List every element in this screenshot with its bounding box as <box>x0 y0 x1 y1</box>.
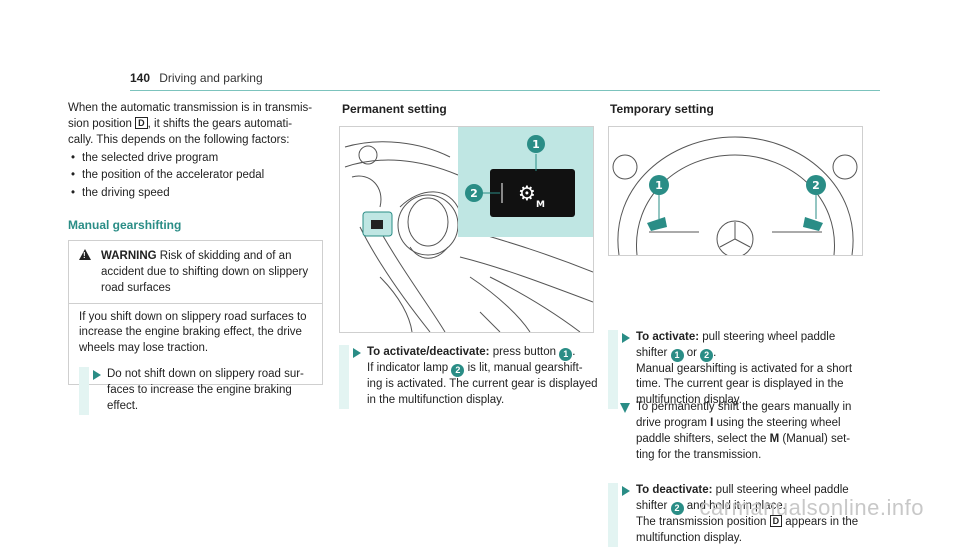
warning-box: WARNING Risk of skidding and of an accid… <box>68 240 323 415</box>
callout-2: 2 <box>451 364 465 377</box>
temporary-activate-step: To activate: pull steering wheel paddle … <box>608 329 898 410</box>
page-number: 140 <box>130 71 151 85</box>
warning-icon <box>79 249 91 261</box>
step-arrow-icon <box>353 348 361 358</box>
warning-step: Do not shift down on slippery road sur- … <box>79 367 312 415</box>
callout-2: 2 <box>670 502 684 516</box>
figure-callout-2: 2 <box>470 187 478 200</box>
step-label: To activate: <box>636 330 700 343</box>
callout-1: 1 <box>670 348 684 362</box>
gear-d-symbol: D <box>135 116 148 129</box>
console-illustration: ⚙ M 1 2 <box>344 127 594 333</box>
callout-2: 2 <box>700 348 714 362</box>
figure-callout-2: 2 <box>812 179 820 192</box>
temporary-heading: Temporary setting <box>610 102 714 116</box>
list-item: the position of the accelerator pedal <box>68 168 323 184</box>
step-label: To activate/deactivate: <box>367 346 490 358</box>
list-item: the driving speed <box>68 186 323 202</box>
intro-paragraph: When the automatic transmission is in tr… <box>68 102 313 146</box>
svg-text:⚙: ⚙ <box>518 181 536 205</box>
warning-label: WARNING <box>101 250 157 262</box>
manual-gearshifting-heading: Manual gearshifting <box>68 217 323 241</box>
center-console-figure: ⚙ M 1 2 <box>339 126 594 333</box>
figure-callout-1: 1 <box>655 179 663 192</box>
step-arrow-icon <box>93 370 101 381</box>
step-arrow-icon <box>622 486 630 497</box>
step-arrow-icon <box>622 332 630 343</box>
warning-body: If you shift down on slippery road surfa… <box>69 304 322 421</box>
callout-1: 1 <box>559 348 573 361</box>
manual-button-letter: M <box>536 200 545 210</box>
section-title: Driving and parking <box>159 71 263 85</box>
watermark: carmanualsonline.info <box>699 494 924 520</box>
step-label: To deactivate: <box>636 484 713 497</box>
gear-d-symbol: D <box>769 515 783 528</box>
permanent-heading: Permanent setting <box>342 102 447 116</box>
intro-text: When the automatic transmission is in tr… <box>68 101 323 204</box>
page-header: 140 Driving and parking <box>130 70 880 91</box>
factor-list: the selected drive program the position … <box>68 151 323 203</box>
note-block: To permanently shift the gears manually … <box>608 400 870 463</box>
figure-callout-1: 1 <box>532 138 540 151</box>
list-item: the selected drive program <box>68 151 323 167</box>
warning-header: WARNING Risk of skidding and of an accid… <box>69 241 322 304</box>
steering-wheel-illustration: 1 2 <box>612 136 858 258</box>
steering-wheel-figure: 1 2 <box>608 126 863 258</box>
info-icon <box>620 403 630 413</box>
permanent-step: To activate/deactivate: press button 1. … <box>339 345 625 409</box>
